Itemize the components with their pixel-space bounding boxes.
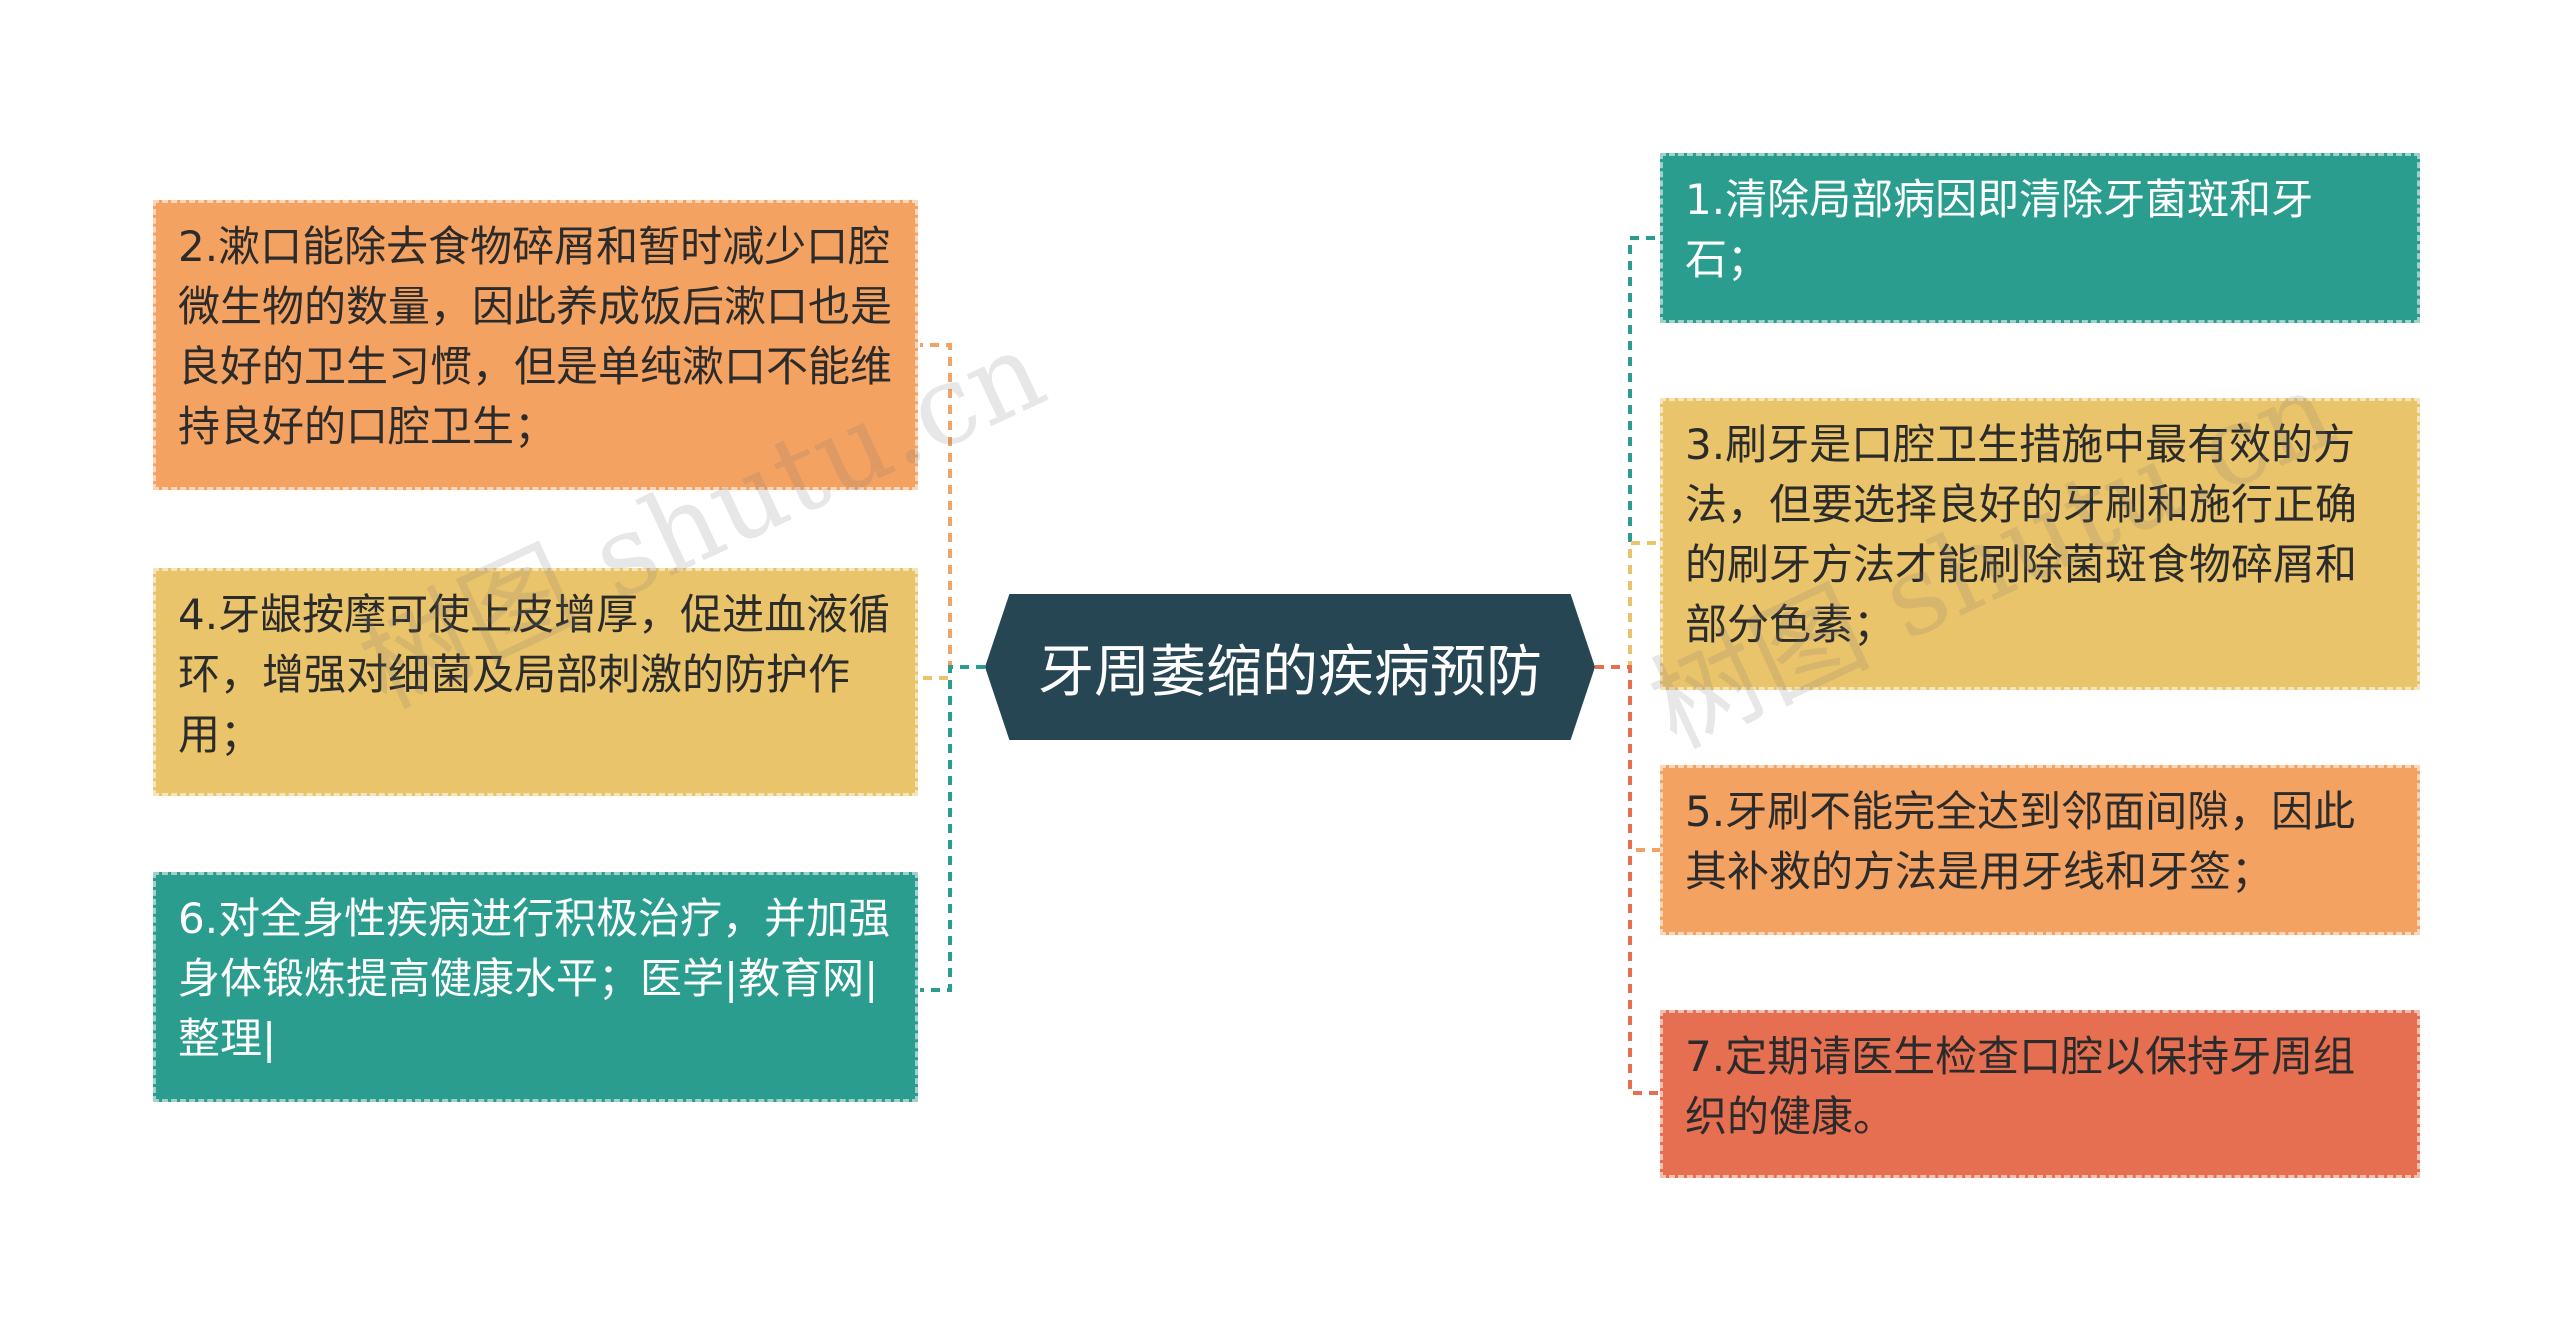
- connector-right-3: [1595, 665, 1660, 852]
- central-topic[interactable]: 牙周萎缩的疾病预防: [985, 594, 1595, 740]
- topic-node-4[interactable]: 4.牙龈按摩可使上皮增厚，促进血液循环，增强对细菌及局部刺激的防护作用；: [153, 568, 918, 796]
- topic-node-7-text: 7.定期请医生检查口腔以保持牙周组织的健康。: [1685, 1032, 2356, 1141]
- topic-node-2[interactable]: 2.漱口能除去食物碎屑和暂时减少口腔微生物的数量，因此养成饭后漱口也是良好的卫生…: [153, 200, 918, 490]
- topic-node-4-text: 4.牙龈按摩可使上皮增厚，促进血液循环，增强对细菌及局部刺激的防护作用；: [178, 590, 891, 759]
- topic-node-1[interactable]: 1.清除局部病因即清除牙菌斑和牙石；: [1660, 153, 2420, 323]
- topic-node-5-text: 5.牙刷不能完全达到邻面间隙，因此其补救的方法是用牙线和牙签；: [1685, 787, 2356, 896]
- connector-left-3: [920, 665, 985, 992]
- topic-node-6-text: 6.对全身性疾病进行积极治疗，并加强身体锻炼提高健康水平；医学|教育网|整理|: [178, 894, 891, 1063]
- topic-node-3-text: 3.刷牙是口腔卫生措施中最有效的方法，但要选择良好的牙刷和施行正确的刷牙方法才能…: [1685, 420, 2358, 649]
- topic-node-2-text: 2.漱口能除去食物碎屑和暂时减少口腔微生物的数量，因此养成饭后漱口也是良好的卫生…: [178, 222, 893, 451]
- topic-node-6[interactable]: 6.对全身性疾病进行积极治疗，并加强身体锻炼提高健康水平；医学|教育网|整理|: [153, 872, 918, 1102]
- central-topic-text: 牙周萎缩的疾病预防: [1038, 639, 1542, 705]
- connector-right-4: [1595, 665, 1660, 1095]
- connector-right-2: [1595, 541, 1660, 669]
- topic-node-1-text: 1.清除局部病因即清除牙菌斑和牙石；: [1685, 175, 2314, 284]
- connector-right-1: [1595, 236, 1660, 669]
- topic-node-3[interactable]: 3.刷牙是口腔卫生措施中最有效的方法，但要选择良好的牙刷和施行正确的刷牙方法才能…: [1660, 398, 2420, 690]
- connector-left-1: [920, 343, 985, 669]
- topic-node-5[interactable]: 5.牙刷不能完全达到邻面间隙，因此其补救的方法是用牙线和牙签；: [1660, 765, 2420, 935]
- topic-node-7[interactable]: 7.定期请医生检查口腔以保持牙周组织的健康。: [1660, 1010, 2420, 1178]
